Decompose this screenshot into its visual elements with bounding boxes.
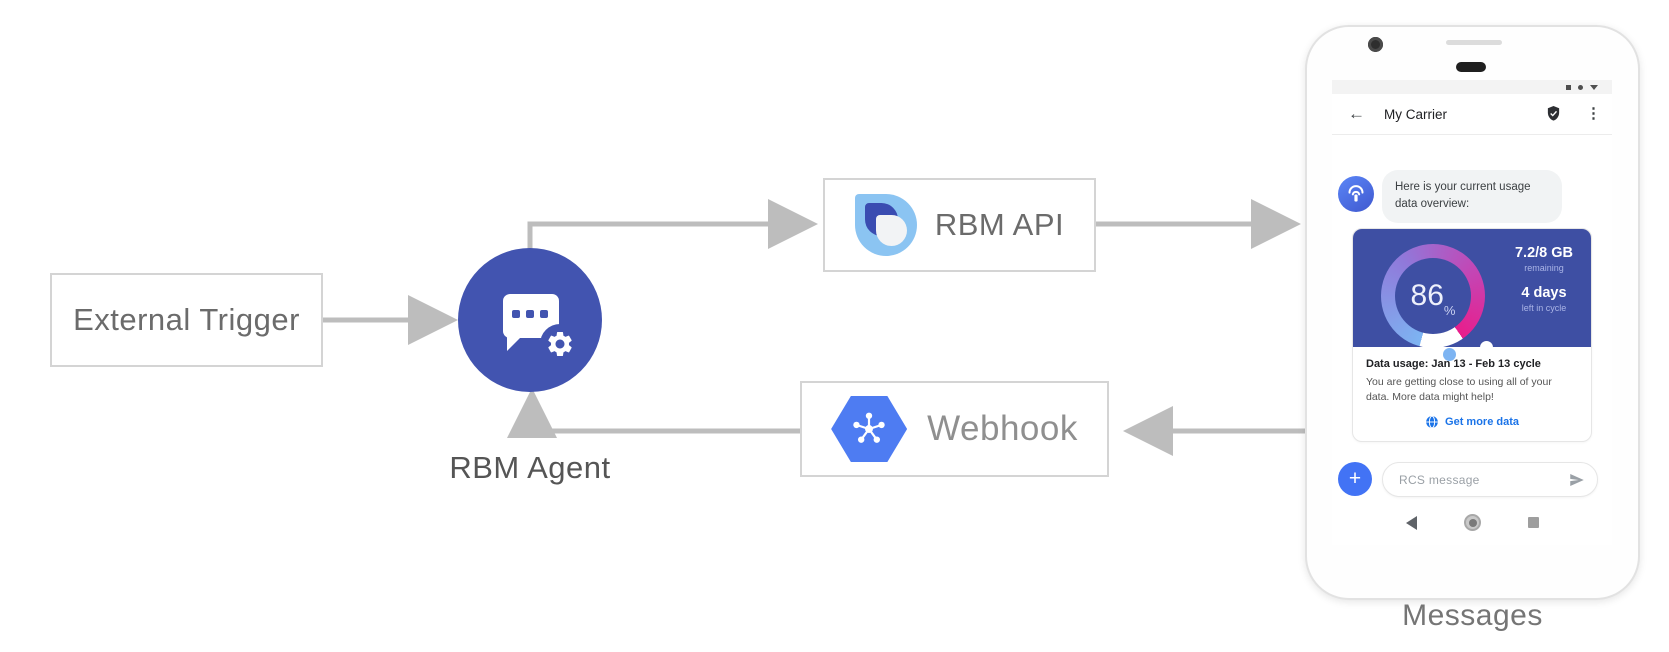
webhook-node: Webhook: [800, 381, 1109, 477]
status-triangle-icon: [1590, 84, 1598, 90]
arrow-agent-to-api: [527, 199, 818, 250]
rbm-api-node: RBM API: [823, 178, 1096, 272]
external-trigger-node: External Trigger: [50, 273, 323, 367]
days-value: 4 days: [1521, 285, 1567, 301]
gauge-percent: 86: [1410, 279, 1444, 312]
gauge-percent-symbol: %: [1443, 303, 1456, 318]
chat-bubble-tail: [507, 337, 521, 351]
rbm-agent-node: [458, 248, 602, 392]
send-icon[interactable]: [1568, 471, 1586, 489]
nav-recents-button[interactable]: [1528, 517, 1539, 528]
phone-screen: ← My Carrier ⋮ Here is your current usag…: [1332, 80, 1612, 545]
gear-icon: [548, 332, 572, 356]
rbm-api-label: RBM API: [934, 207, 1065, 242]
days-label: left in cycle: [1521, 303, 1567, 313]
rbm-agent-label: RBM Agent: [449, 450, 611, 485]
app-header: ← My Carrier ⋮: [1332, 94, 1612, 134]
agent-avatar: [1338, 176, 1374, 212]
broadcast-tower-icon: [1348, 185, 1364, 202]
webhook-label: Webhook: [927, 409, 1078, 448]
front-camera-icon: [1368, 37, 1383, 52]
get-more-data-link[interactable]: Get more data: [1366, 415, 1578, 429]
usage-card-visual: 86 % 7.2/8 GB remaining 4 days left in c…: [1353, 229, 1591, 361]
external-trigger-label: External Trigger: [73, 302, 300, 337]
gear-icon-backing: [540, 324, 580, 364]
verified-shield-icon: [1547, 106, 1560, 121]
agent-message-text: Here is your current usage data overview…: [1395, 181, 1531, 211]
nav-back-button[interactable]: [1406, 516, 1417, 530]
usage-card-title: Data usage: Jan 13 - Feb 13 cycle: [1366, 358, 1541, 370]
overflow-menu-icon[interactable]: ⋮: [1586, 105, 1601, 122]
arrow-webhook-to-agent: [507, 388, 800, 438]
agent-message-bubble: Here is your current usage data overview…: [1382, 170, 1562, 223]
data-remaining-label: remaining: [1524, 263, 1564, 273]
usage-card: 86 % 7.2/8 GB remaining 4 days left in c…: [1352, 228, 1592, 443]
usage-card-body: You are getting close to using all of yo…: [1366, 376, 1552, 404]
status-bar: [1332, 80, 1612, 94]
back-arrow-icon[interactable]: ←: [1348, 104, 1365, 123]
usage-stats: 7.2/8 GB remaining 4 days left in cycle: [1501, 245, 1587, 313]
get-more-data-label: Get more data: [1445, 416, 1519, 429]
webhook-hexagon-icon: [831, 396, 908, 462]
message-input-pill[interactable]: [1382, 462, 1598, 497]
rbm-api-logo-icon: [854, 194, 917, 256]
conversation-title: My Carrier: [1384, 107, 1447, 122]
status-circle-icon: [1578, 84, 1583, 90]
header-divider: [1332, 134, 1612, 135]
data-remaining-value: 7.2/8 GB: [1514, 245, 1574, 261]
speaker-slot: [1446, 40, 1502, 45]
message-input[interactable]: [1399, 463, 1559, 496]
usage-gauge: 86 %: [1381, 244, 1493, 361]
composer-bar: +: [1332, 460, 1612, 500]
nav-home-button[interactable]: [1464, 514, 1481, 531]
usage-card-text: Data usage: Jan 13 - Feb 13 cycle You ar…: [1353, 347, 1591, 441]
status-square-icon: [1566, 84, 1571, 90]
phone-caption: Messages: [1402, 599, 1543, 632]
android-nav-bar: [1332, 508, 1612, 538]
plus-button[interactable]: +: [1338, 462, 1372, 496]
earpiece: [1456, 62, 1486, 72]
globe-icon: [1426, 416, 1438, 429]
